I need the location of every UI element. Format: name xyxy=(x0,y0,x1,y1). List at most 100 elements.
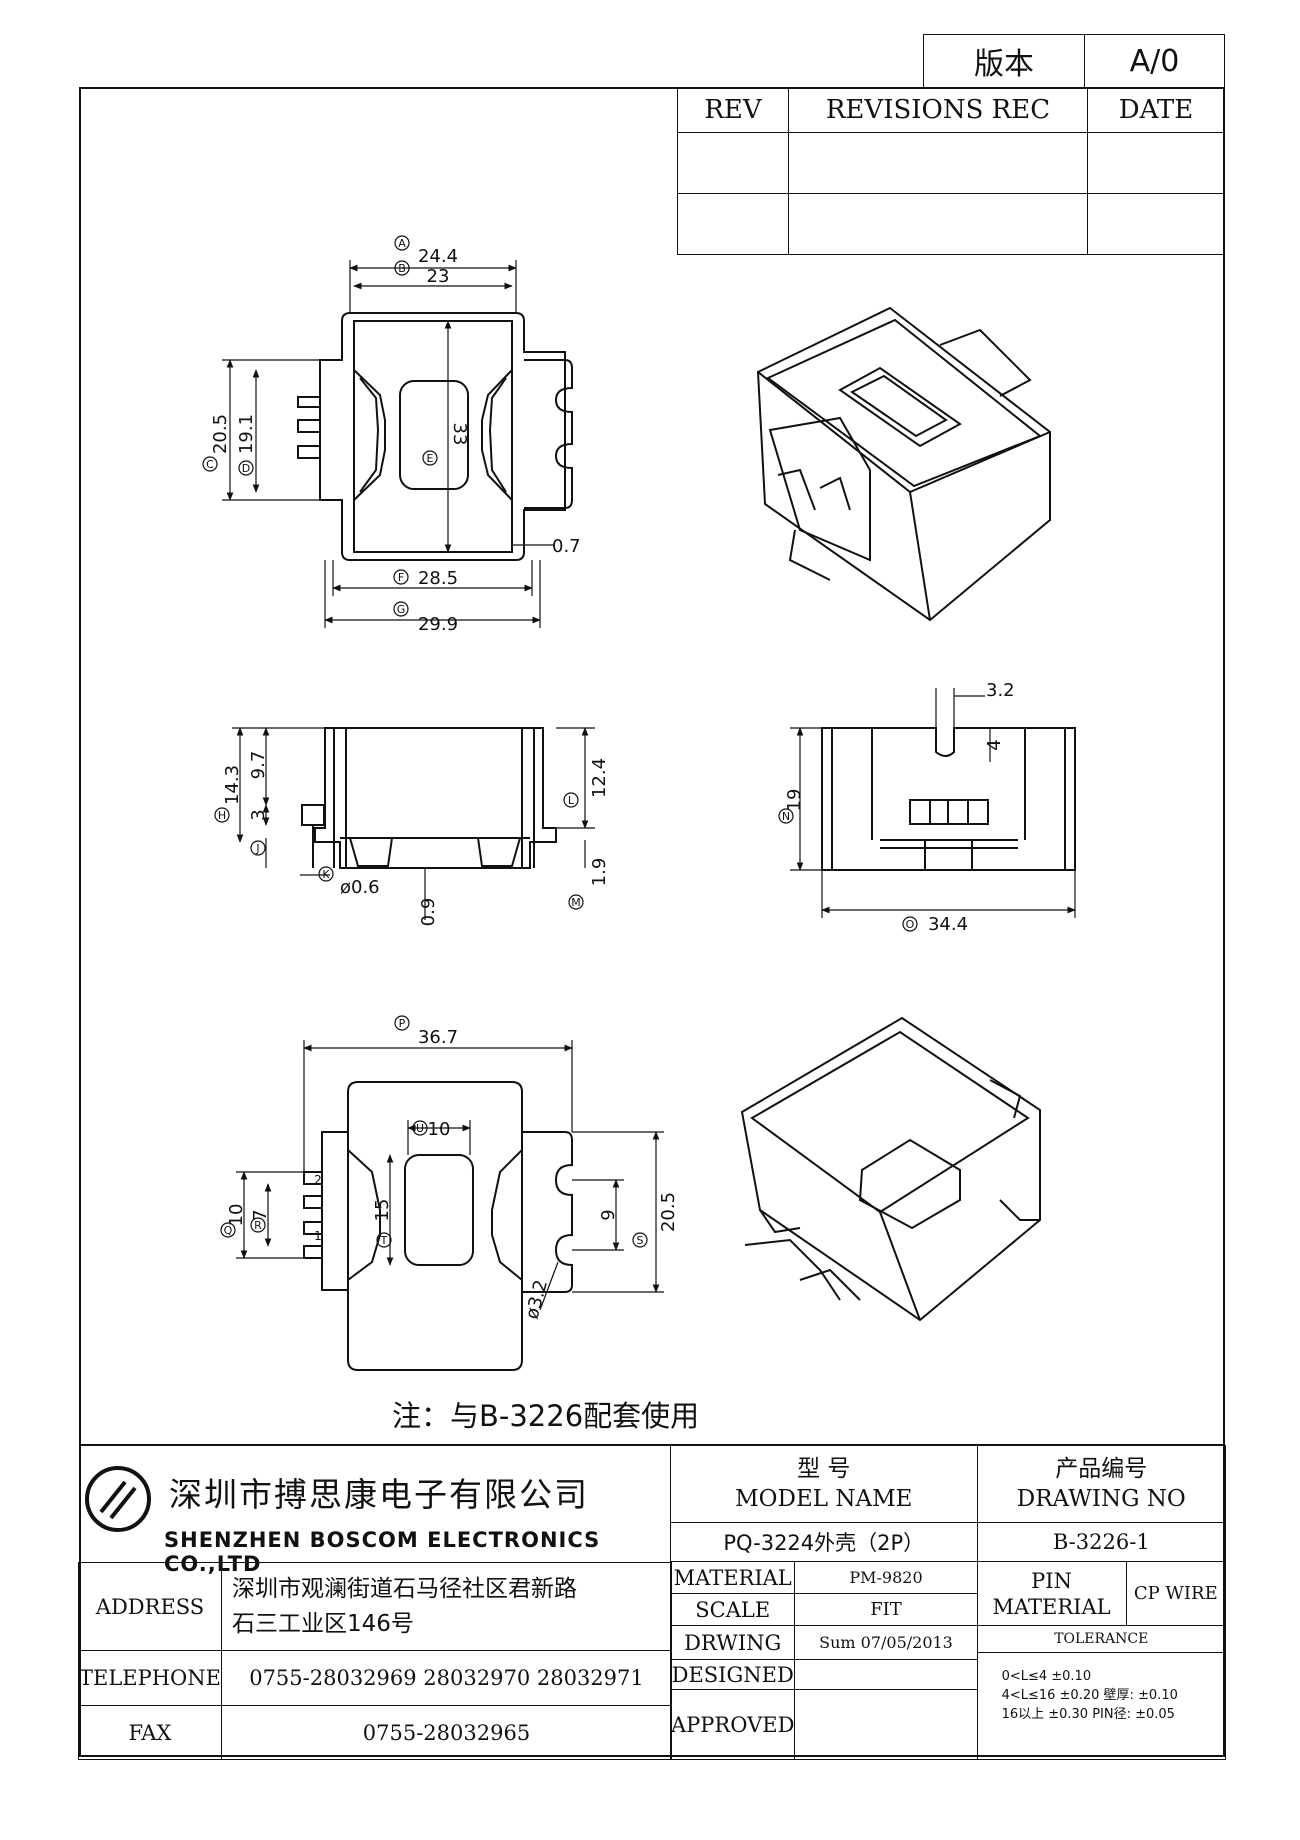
side-view-labels: 14.3 9.7 3 12.4 ø0.6 0.9 1.9 xyxy=(222,751,610,927)
address-line2: 石三工业区146号 xyxy=(231,1610,414,1637)
dim-n-front-value: 19 xyxy=(784,789,805,812)
slot-pitch-value: 9 xyxy=(598,1209,619,1220)
bubble-t: T xyxy=(380,1234,388,1247)
fax-label: FAX xyxy=(78,1705,222,1760)
center-window xyxy=(399,380,469,490)
pin-label: PIN xyxy=(1031,1568,1072,1593)
dim-n-value: 0.9 xyxy=(418,898,439,927)
pin-material-label: MATERIAL xyxy=(992,1594,1111,1619)
drawing-label-en: DRAWING NO xyxy=(1016,1486,1186,1512)
dim-h-main-value: 14.3 xyxy=(222,765,243,805)
dim-h-sub-value: 9.7 xyxy=(248,751,269,780)
core-guide-right xyxy=(481,369,513,501)
tolerance-line: 4<L≤16 ±0.20 壁厚: ±0.10 xyxy=(1001,1688,1178,1703)
slot-depth-value: 4 xyxy=(984,739,1005,750)
fax-value: 0755-28032965 xyxy=(220,1705,673,1760)
date-cell xyxy=(1087,193,1225,255)
bubble-o: O xyxy=(906,918,915,931)
bubble-b: B xyxy=(398,262,406,275)
dim-u-value: 10 xyxy=(428,1119,451,1140)
model-label-en: MODEL NAME xyxy=(735,1486,913,1512)
model-label-cn: 型 号 xyxy=(797,1456,851,1482)
bottom-view-bubbles: P Q R S T U xyxy=(220,1015,648,1248)
revisions-rec-header: REVISIONS REC xyxy=(788,87,1088,133)
approved-label: APPROVED xyxy=(669,1689,796,1760)
drawing-label-cn: 产品编号 xyxy=(1055,1456,1148,1482)
material-label: MATERIAL xyxy=(669,1561,796,1594)
dim-e-value: 33 xyxy=(449,423,470,446)
drawing-no-value: B-3226-1 xyxy=(976,1522,1227,1562)
rev-header: REV xyxy=(677,87,789,133)
bubble-m: M xyxy=(571,896,581,909)
pin-material-value: CP WIRE xyxy=(1125,1561,1227,1626)
bottom-view xyxy=(303,1081,573,1371)
contact-table: ADDRESS 深圳市观澜街道石马径社区君新路 石三工业区146号 TELEPH… xyxy=(78,1562,673,1760)
tolerance-line: 16以上 ±0.30 PIN径: ±0.05 xyxy=(1001,1707,1175,1722)
material-value: PM-9820 xyxy=(794,1561,978,1594)
telephone-label: TELEPHONE xyxy=(78,1650,222,1706)
isometric-view-bottom xyxy=(740,1016,1041,1322)
side-view-dimensions xyxy=(232,727,595,920)
scale-value: FIT xyxy=(794,1593,978,1626)
top-view-bubbles: A B C D E F G xyxy=(202,235,438,617)
bubble-c: C xyxy=(206,458,214,471)
top-view xyxy=(297,312,573,561)
bottom-window xyxy=(404,1154,474,1266)
wall-thickness-value: 0.7 xyxy=(552,536,581,557)
bubble-h: H xyxy=(218,809,226,822)
pin-comb-left xyxy=(297,396,320,459)
company-name-cn: 深圳市搏思康电子有限公司 xyxy=(169,1475,589,1514)
hole-diameter-value: ø3.2 xyxy=(522,1278,553,1322)
drwing-label: DRWING xyxy=(669,1625,796,1660)
bubble-g: G xyxy=(397,603,406,616)
scale-label: SCALE xyxy=(669,1593,796,1626)
dim-r-value: 7 xyxy=(250,1209,271,1220)
version-label: 版本 xyxy=(923,34,1085,88)
bubble-l: L xyxy=(568,794,575,807)
bubble-k: K xyxy=(322,868,330,881)
approved-value xyxy=(794,1689,978,1760)
assembly-note: 注：与B-3226配套使用 xyxy=(392,1399,700,1433)
dim-c-value: 20.5 xyxy=(210,414,231,454)
bubble-e: E xyxy=(427,452,434,465)
bubble-j: J xyxy=(255,842,259,855)
isometric-view-top xyxy=(756,306,1051,622)
dim-h-pin-value: 3 xyxy=(248,809,269,820)
dim-s-value: 20.5 xyxy=(658,1192,679,1232)
dim-g-value: 29.9 xyxy=(418,614,458,635)
version-value: A/0 xyxy=(1084,34,1225,88)
bubble-n: N xyxy=(782,810,790,823)
dim-m-value: 1.9 xyxy=(589,858,610,887)
dim-o-value: 34.4 xyxy=(928,914,968,935)
revisions-table: REV REVISIONS REC DATE xyxy=(677,87,1225,255)
top-view-dimensions xyxy=(222,260,555,628)
telephone-value: 0755-28032969 28032970 28032971 xyxy=(220,1650,673,1706)
model-table: 型 号 MODEL NAME 产品编号 DRAWING NO PQ-3224外壳… xyxy=(669,1445,1227,1760)
side-view-bubbles: H J K L M xyxy=(214,792,584,910)
dim-t-value: 15 xyxy=(372,1199,393,1222)
top-view-inner-wall xyxy=(353,320,513,553)
bottom-view-labels: 36.7 10 10 7 15 9 20.5 ø3.2 2 1 xyxy=(226,1027,679,1321)
pin-diameter-value: ø0.6 xyxy=(340,877,380,898)
revisions-rec-cell xyxy=(788,132,1088,194)
front-view-dimensions xyxy=(790,688,1076,918)
side-view xyxy=(301,727,557,869)
dim-l-value: 12.4 xyxy=(589,758,610,798)
core-guide-left xyxy=(353,369,386,501)
bubble-s: S xyxy=(637,1234,644,1247)
front-view-labels: 19 34.4 3.2 4 xyxy=(784,680,1015,935)
dim-a-value: 24.4 xyxy=(418,246,458,267)
bubble-q: Q xyxy=(224,1224,233,1237)
pin-label-2: 2 xyxy=(314,1173,322,1187)
right-ear xyxy=(524,359,573,509)
bubble-p: P xyxy=(399,1017,406,1030)
designed-value xyxy=(794,1659,978,1690)
bubble-u: U xyxy=(416,1122,424,1135)
title-block: 深圳市搏思康电子有限公司 SHENZHEN BOSCOM ELECTRONICS… xyxy=(78,1444,1227,1760)
bubble-a: A xyxy=(398,237,406,250)
dim-p-value: 36.7 xyxy=(418,1027,458,1048)
tolerance-line: 0<L≤4 ±0.10 xyxy=(1001,1669,1092,1684)
core-guide-right-inner xyxy=(488,377,507,493)
dim-f-value: 28.5 xyxy=(418,568,458,589)
rev-cell xyxy=(677,193,789,255)
